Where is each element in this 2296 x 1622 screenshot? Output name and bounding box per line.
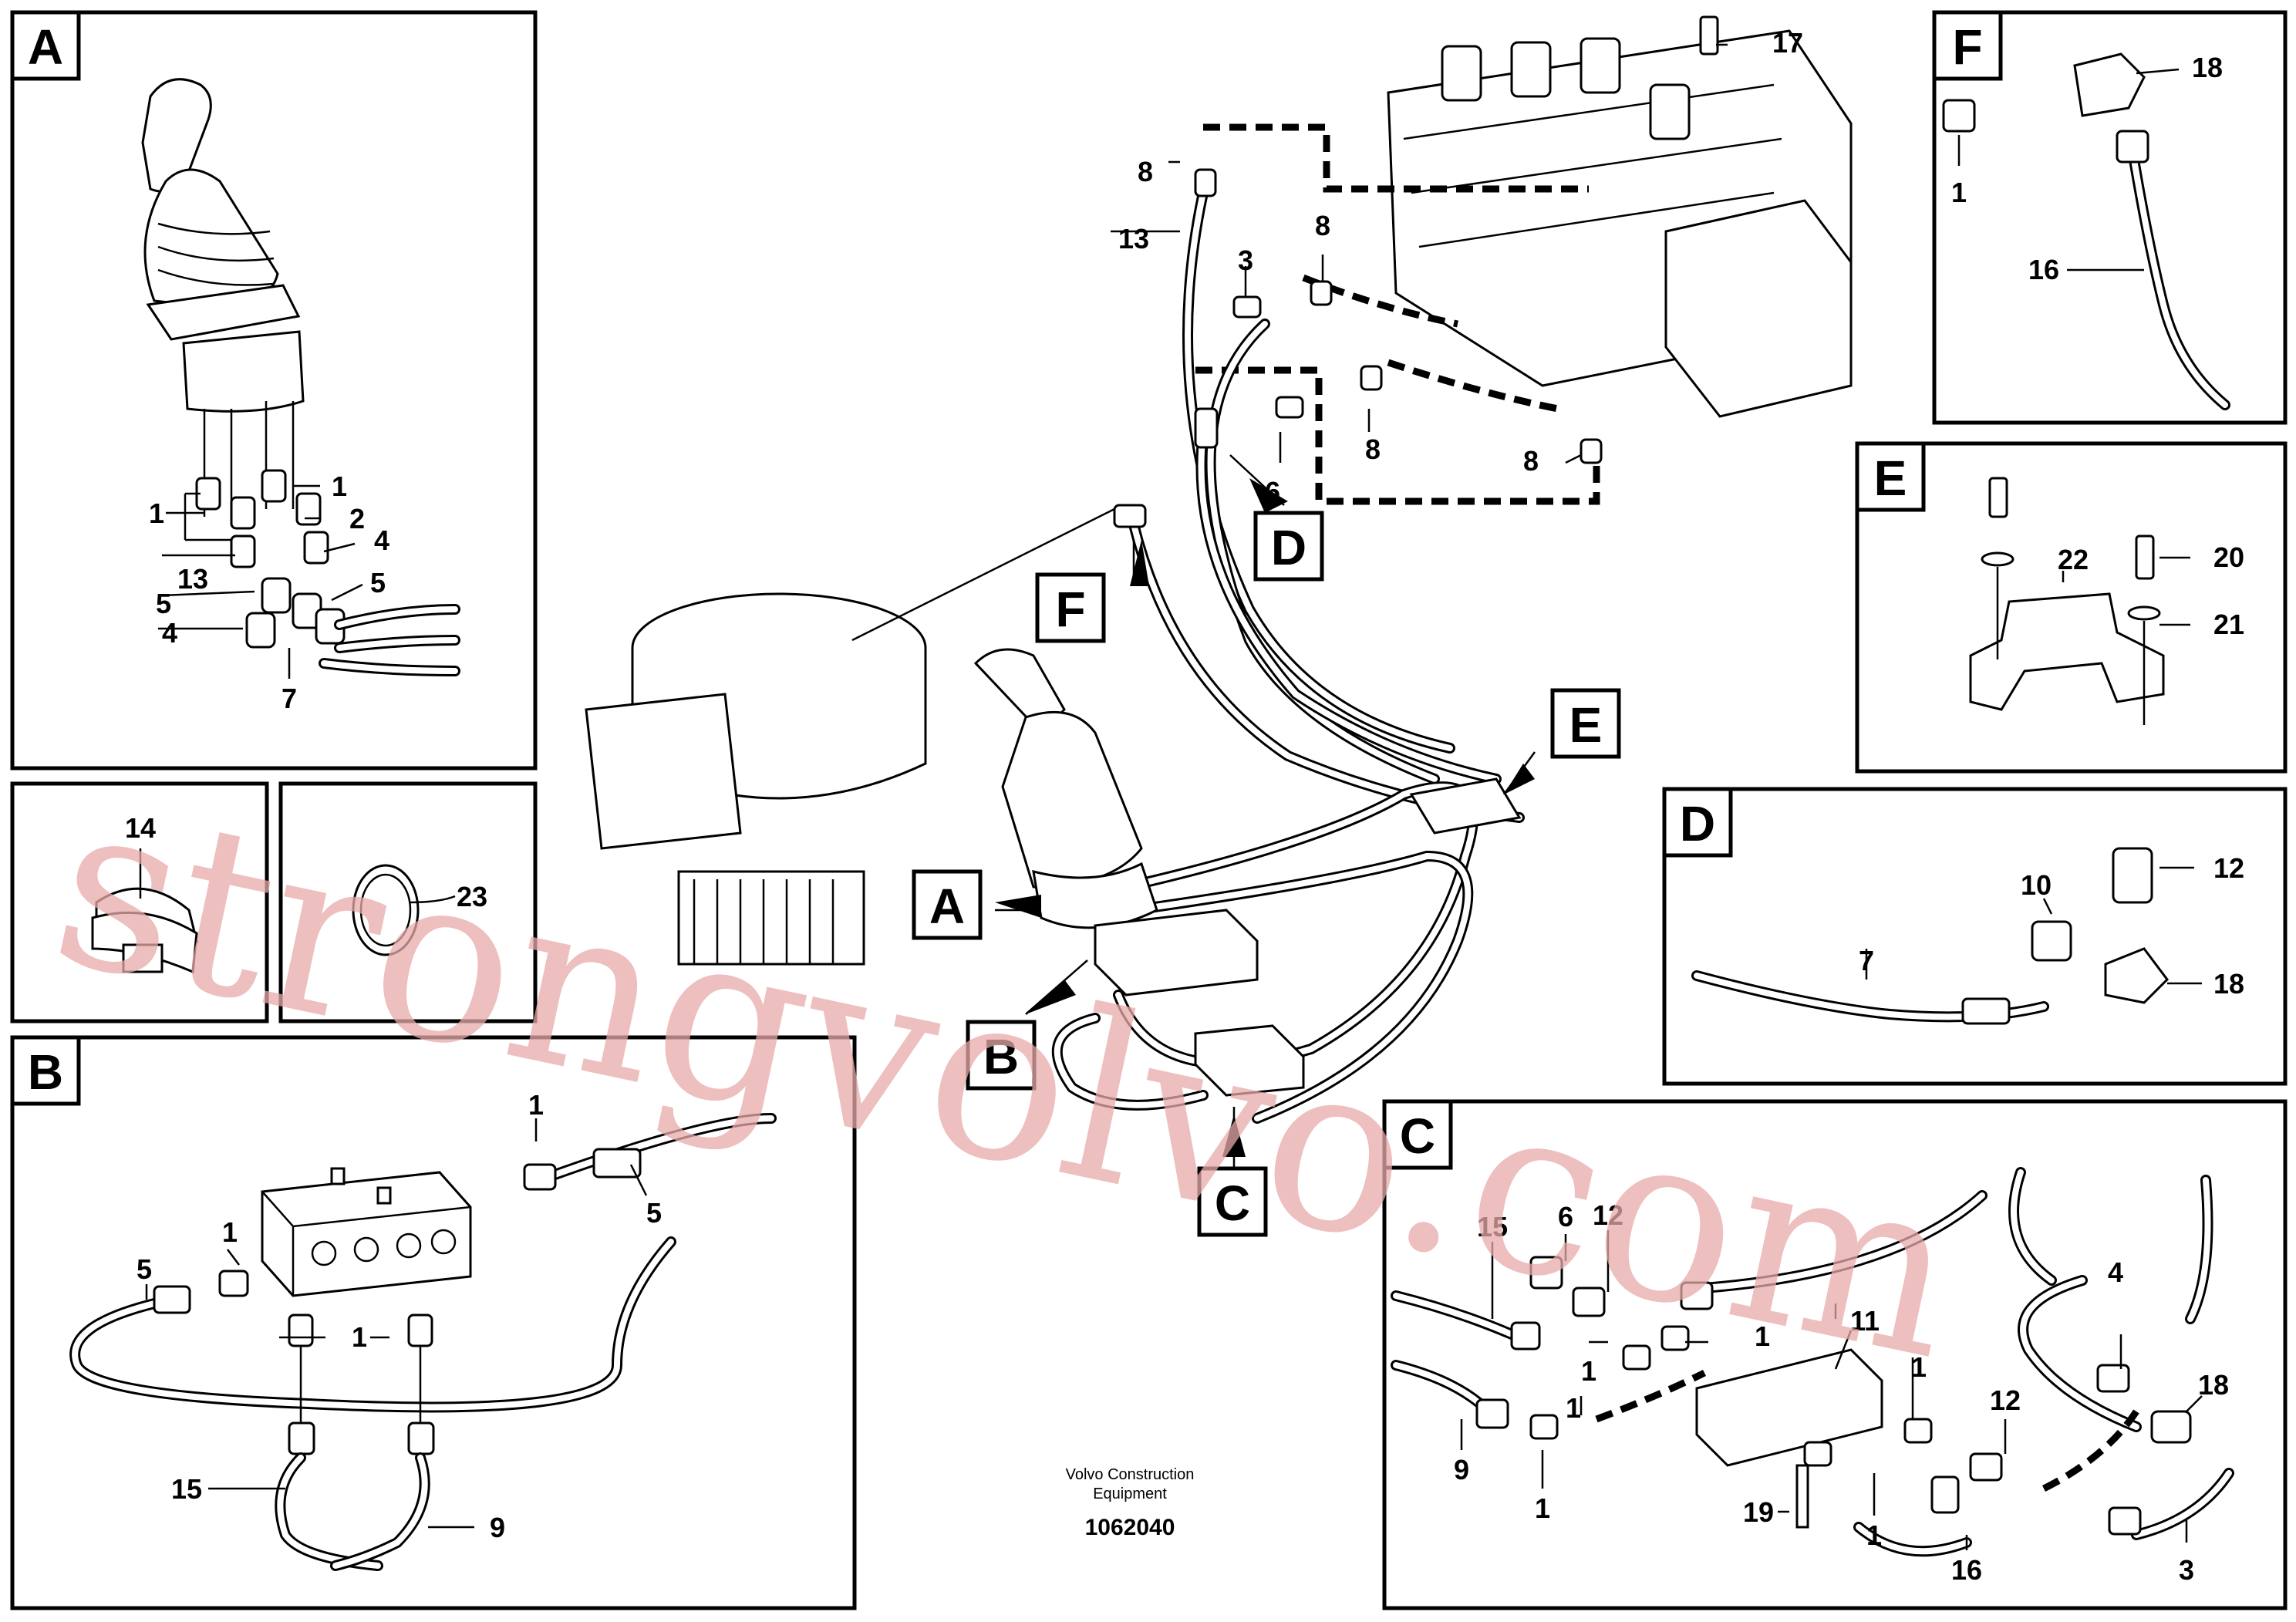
callout-18: 18 xyxy=(2213,968,2244,1000)
callout-15: 15 xyxy=(171,1473,202,1505)
callout-12: 12 xyxy=(2213,852,2244,884)
callout-3: 3 xyxy=(2179,1554,2194,1586)
callout-22: 22 xyxy=(2058,544,2089,575)
callout-10: 10 xyxy=(2021,869,2052,901)
callout-1: 1 xyxy=(1566,1392,1581,1424)
company-line1: Volvo Construction xyxy=(1066,1466,1195,1483)
joystick-drawing xyxy=(141,78,460,676)
callout-1: 1 xyxy=(1755,1320,1770,1352)
callout-5: 5 xyxy=(156,588,171,619)
callout-8: 8 xyxy=(1138,156,1153,187)
panel-a-label: A xyxy=(28,19,63,75)
panel-e-label: E xyxy=(1874,450,1907,506)
drawing-number: 1062040 xyxy=(1085,1515,1175,1540)
callout-13: 13 xyxy=(177,563,208,595)
panel-f-label: F xyxy=(1952,19,1982,75)
callout-18: 18 xyxy=(2192,52,2223,83)
company-line2: Equipment xyxy=(1093,1485,1167,1502)
callout-8: 8 xyxy=(1365,433,1381,465)
panel-b: B 1 5 1 5 1 15 9 xyxy=(10,1035,857,1610)
panel-c-label: C xyxy=(1400,1108,1435,1164)
callout-d: D xyxy=(1271,520,1306,575)
callout-5: 5 xyxy=(646,1197,662,1229)
panel-d-label: D xyxy=(1680,796,1715,851)
callout-7: 7 xyxy=(1859,945,1874,976)
callout-12: 12 xyxy=(1593,1199,1623,1231)
callout-1: 1 xyxy=(1535,1492,1550,1524)
callout-f: F xyxy=(1055,582,1085,637)
callout-23: 23 xyxy=(457,881,487,912)
callout-19: 19 xyxy=(1743,1496,1774,1528)
callout-9: 9 xyxy=(1454,1454,1469,1485)
callout-8: 8 xyxy=(1315,210,1330,241)
callout-11: 11 xyxy=(1850,1305,1880,1337)
callout-1: 1 xyxy=(352,1321,367,1353)
panel-23: 23 xyxy=(278,781,538,1023)
main-assembly: A B C D E F 8 13 3 8 17 8 8 6 xyxy=(585,15,1853,1237)
panel-e: E 22 20 21 xyxy=(1855,441,2288,774)
callout-5: 5 xyxy=(370,567,386,599)
callout-20: 20 xyxy=(2213,541,2244,573)
callout-21: 21 xyxy=(2213,609,2244,640)
callout-17: 17 xyxy=(1772,27,1803,59)
panel-c: C 6 12 1 xyxy=(1382,1099,2288,1610)
panel-b-label: B xyxy=(28,1044,63,1100)
panel-f: F 18 1 16 xyxy=(1932,10,2288,425)
callout-1: 1 xyxy=(332,470,347,502)
callout-9: 9 xyxy=(490,1512,505,1543)
panel-14: 14 xyxy=(10,781,269,1023)
panel-d: D 10 12 18 7 xyxy=(1662,787,2288,1086)
panel-a: A 1 1 xyxy=(10,10,538,771)
callout-1: 1 xyxy=(149,497,164,529)
callout-e: E xyxy=(1569,697,1603,753)
callout-4: 4 xyxy=(2108,1256,2123,1288)
callout-7: 7 xyxy=(282,683,297,714)
footer: Volvo Construction Equipment 1062040 xyxy=(1066,1466,1195,1540)
callout-16: 16 xyxy=(1951,1554,1982,1586)
callout-4: 4 xyxy=(374,524,389,556)
callout-14: 14 xyxy=(125,812,156,844)
callout-16: 16 xyxy=(2028,254,2059,285)
callout-1: 1 xyxy=(1866,1519,1882,1551)
valve-block-drawing xyxy=(261,1167,472,1297)
callout-5: 5 xyxy=(137,1253,152,1285)
callout-12: 12 xyxy=(1990,1384,2021,1416)
callout-1: 1 xyxy=(1581,1355,1596,1387)
callout-c: C xyxy=(1215,1175,1250,1231)
callout-6: 6 xyxy=(1265,476,1280,508)
callout-a: A xyxy=(929,878,965,934)
callout-b: B xyxy=(983,1029,1019,1084)
callout-8: 8 xyxy=(1523,445,1539,477)
callout-3: 3 xyxy=(1238,244,1253,276)
callout-4: 4 xyxy=(162,617,177,649)
callout-13: 13 xyxy=(1118,223,1149,255)
callout-1: 1 xyxy=(222,1216,238,1248)
callout-15: 15 xyxy=(1477,1211,1508,1243)
callout-1: 1 xyxy=(1951,177,1967,208)
callout-2: 2 xyxy=(349,503,365,534)
callout-1: 1 xyxy=(1911,1351,1927,1383)
callout-1: 1 xyxy=(528,1089,544,1121)
callout-6: 6 xyxy=(1558,1201,1573,1233)
callout-18: 18 xyxy=(2198,1369,2229,1401)
